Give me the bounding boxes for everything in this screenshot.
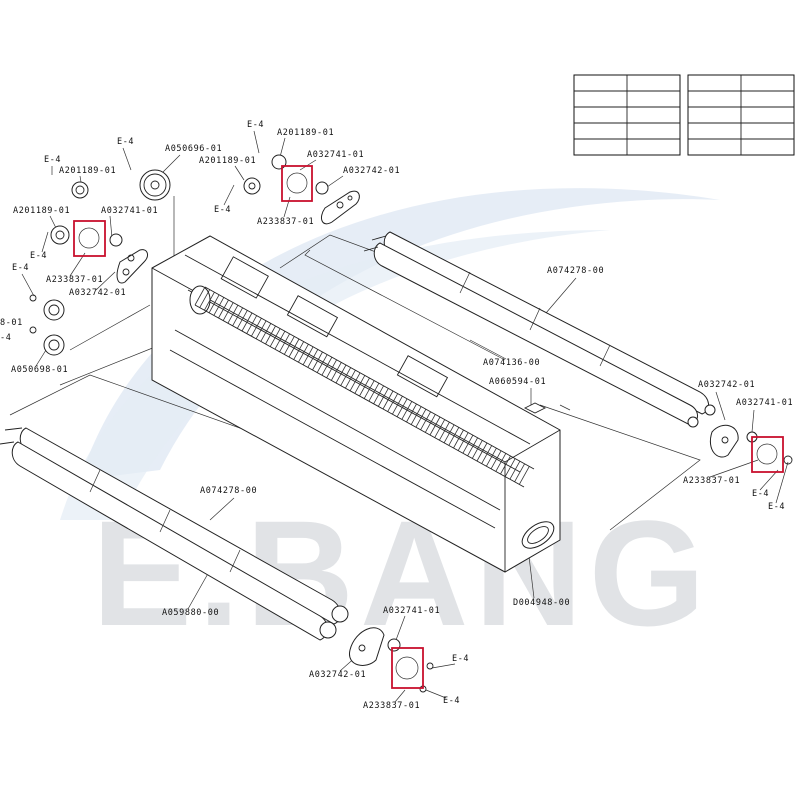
highlight-bottom — [391, 647, 424, 689]
part-label: A032741-01 — [383, 606, 440, 616]
part-label: E-4 — [443, 696, 460, 706]
reference-table-right — [687, 74, 795, 156]
part-label: E-4 — [214, 205, 231, 215]
gear-left-upper — [50, 181, 148, 284]
washer-a060594 — [523, 402, 547, 414]
gear-a050696 — [139, 169, 171, 201]
bracket-bottom — [349, 627, 434, 693]
part-label: E-4 — [752, 489, 769, 499]
part-label: A074136-00 — [483, 358, 540, 368]
part-label: A032742-01 — [309, 670, 366, 680]
part-label: A060594-01 — [489, 377, 546, 387]
part-label: -4 — [0, 333, 11, 343]
part-label: A233837-01 — [363, 701, 420, 711]
part-label: A032742-01 — [69, 288, 126, 298]
highlight-center — [281, 165, 313, 202]
part-label: A233837-01 — [257, 217, 314, 227]
brush-strip — [194, 286, 535, 488]
part-label: E-4 — [44, 155, 61, 165]
part-label: E-4 — [30, 251, 47, 261]
part-label: A201189-01 — [277, 128, 334, 138]
highlight-left — [73, 220, 106, 257]
part-label: A201189-01 — [199, 156, 256, 166]
part-label: A032742-01 — [698, 380, 755, 390]
part-label: A074278-00 — [200, 486, 257, 496]
part-label: A201189-01 — [13, 206, 70, 216]
part-label: A050696-01 — [165, 144, 222, 154]
part-label: A074278-00 — [547, 266, 604, 276]
part-labels: E-4A050696-01E-4A201189-01E-4A201189-01A… — [0, 120, 793, 711]
part-label: A032741-01 — [101, 206, 158, 216]
part-label: A032741-01 — [736, 398, 793, 408]
part-label: A233837-01 — [683, 476, 740, 486]
bracket-right — [687, 404, 793, 465]
roller-lower-left — [0, 427, 349, 641]
part-label: A201189-01 — [59, 166, 116, 176]
part-label: A059880-00 — [162, 608, 219, 618]
part-label: E-4 — [247, 120, 264, 130]
part-label: E-4 — [768, 502, 785, 512]
part-label: A032742-01 — [343, 166, 400, 176]
gear-left-lower — [29, 294, 65, 356]
part-label: E-4 — [117, 137, 134, 147]
part-label: D004948-00 — [513, 598, 570, 608]
part-label: A233837-01 — [46, 275, 103, 285]
highlight-right — [751, 436, 784, 473]
part-label: A032741-01 — [307, 150, 364, 160]
part-label: E-4 — [452, 654, 469, 664]
reference-table-left — [573, 74, 681, 156]
part-label: E-4 — [12, 263, 29, 273]
part-label: A050698-01 — [11, 365, 68, 375]
part-label: 8-01 — [0, 318, 23, 328]
watermark-text: E.BANG — [92, 489, 711, 657]
